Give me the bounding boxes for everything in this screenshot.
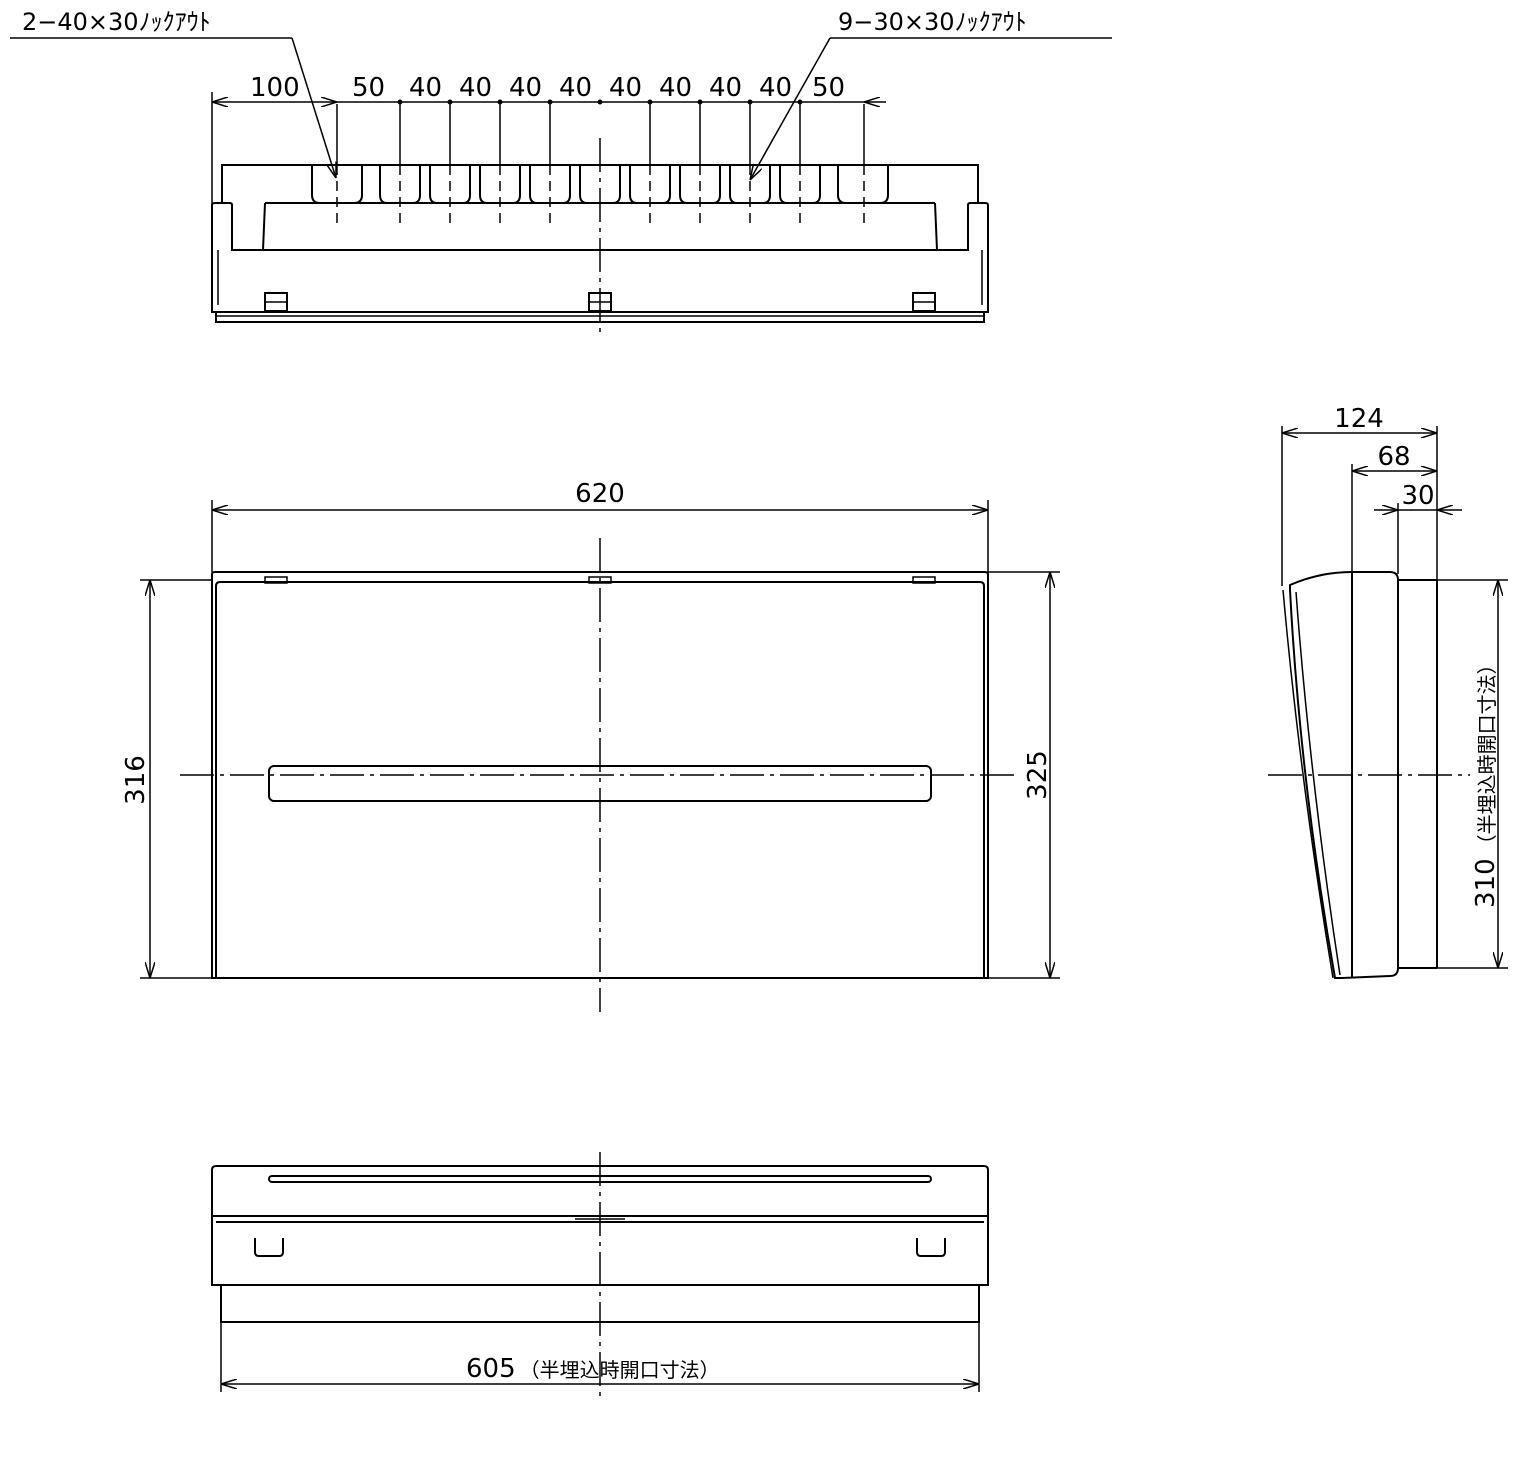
spacing-label: 50 [812, 73, 845, 103]
spacing-label: 40 [709, 73, 742, 103]
knockout-left-label: 2−40×30ﾉｯｸｱｳﾄ [22, 8, 211, 36]
side-depth-total-label: 124 [1334, 404, 1384, 434]
knockout-callout-left: 2−40×30ﾉｯｸｱｳﾄ [10, 8, 336, 178]
bottom-opening-width-label: 605（半埋込時開口寸法） [466, 1354, 720, 1384]
spacing-label: 40 [759, 73, 792, 103]
spacing-label: 100 [250, 73, 300, 103]
bottom-feet [254, 1238, 946, 1257]
bottom-view: 605（半埋込時開口寸法） [211, 1152, 989, 1402]
spacing-label: 40 [559, 73, 592, 103]
spacing-labels: 100 50 40 40 40 40 40 40 40 40 50 [250, 73, 845, 103]
spacing-ticks [397, 99, 803, 105]
spacing-label: 40 [509, 73, 542, 103]
spacing-label: 40 [459, 73, 492, 103]
side-opening-height-label: 310（半埋込時開口寸法） [1471, 654, 1501, 908]
front-top-tabs [264, 576, 936, 584]
spacing-label: 40 [409, 73, 442, 103]
front-view: 620 316 325 [121, 479, 1060, 1012]
spacing-label: 40 [659, 73, 692, 103]
top-view: 100 50 40 40 40 40 40 40 40 40 50 [211, 73, 989, 338]
front-height-left-label: 316 [121, 755, 151, 805]
knockout-callout-right: 9−30×30ﾉｯｸｱｳﾄ [750, 8, 1112, 180]
knockout-right-label: 9−30×30ﾉｯｸｱｳﾄ [838, 8, 1027, 36]
front-height-right-label: 325 [1023, 750, 1053, 800]
spacing-label: 50 [352, 73, 385, 103]
spacing-label: 40 [609, 73, 642, 103]
side-depth-back-label: 30 [1401, 481, 1434, 511]
side-view: 124 68 30 310（半埋込時開口寸法） [1268, 404, 1508, 979]
side-depth-mid-label: 68 [1377, 442, 1410, 472]
front-width-label: 620 [575, 479, 625, 509]
